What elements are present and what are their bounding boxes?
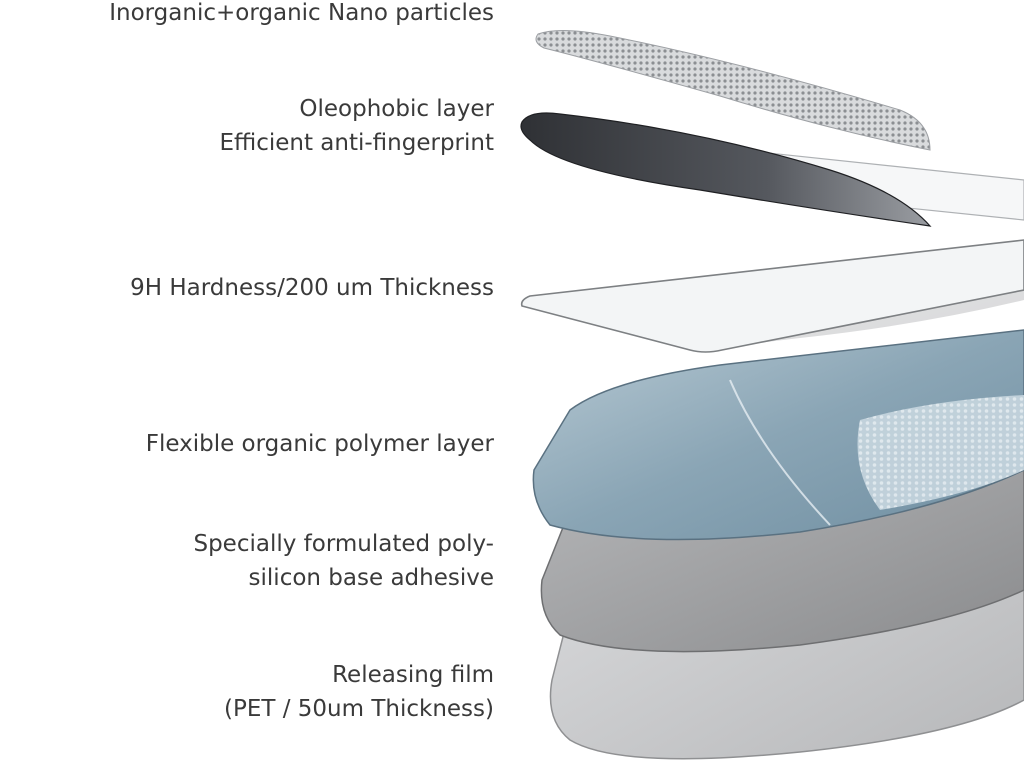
label-line: Oleophobic layer <box>299 96 494 122</box>
label-nano-particles: Inorganic+organic Nano particles <box>109 0 494 30</box>
label-adhesive: Specially formulated poly- silicon base … <box>193 527 494 595</box>
label-line: Inorganic+organic Nano particles <box>109 0 494 26</box>
label-line: (PET / 50um Thickness) <box>223 696 494 722</box>
label-line: Efficient anti-fingerprint <box>219 130 494 156</box>
label-line: Flexible organic polymer layer <box>145 431 494 457</box>
label-line: Specially formulated poly- <box>193 531 494 557</box>
label-releasing-film: Releasing film (PET / 50um Thickness) <box>224 658 494 726</box>
layer-stack-illustration <box>520 29 1024 760</box>
nano-particle-layer <box>535 29 931 151</box>
label-polymer-layer: Flexible organic polymer layer <box>146 427 494 461</box>
label-line: Releasing film <box>332 662 494 688</box>
glass-edge <box>520 239 1024 353</box>
polymer-hex-texture <box>857 395 1024 510</box>
polymer-reflection <box>729 379 831 526</box>
label-line: 9H Hardness/200 um Thickness <box>130 275 494 301</box>
label-oleophobic-layer: Oleophobic layer Efficient anti-fingerpr… <box>219 92 494 160</box>
label-line: silicon base adhesive <box>248 565 494 591</box>
label-hardness: 9H Hardness/200 um Thickness <box>130 271 494 305</box>
oleophobic-layer <box>520 112 932 227</box>
